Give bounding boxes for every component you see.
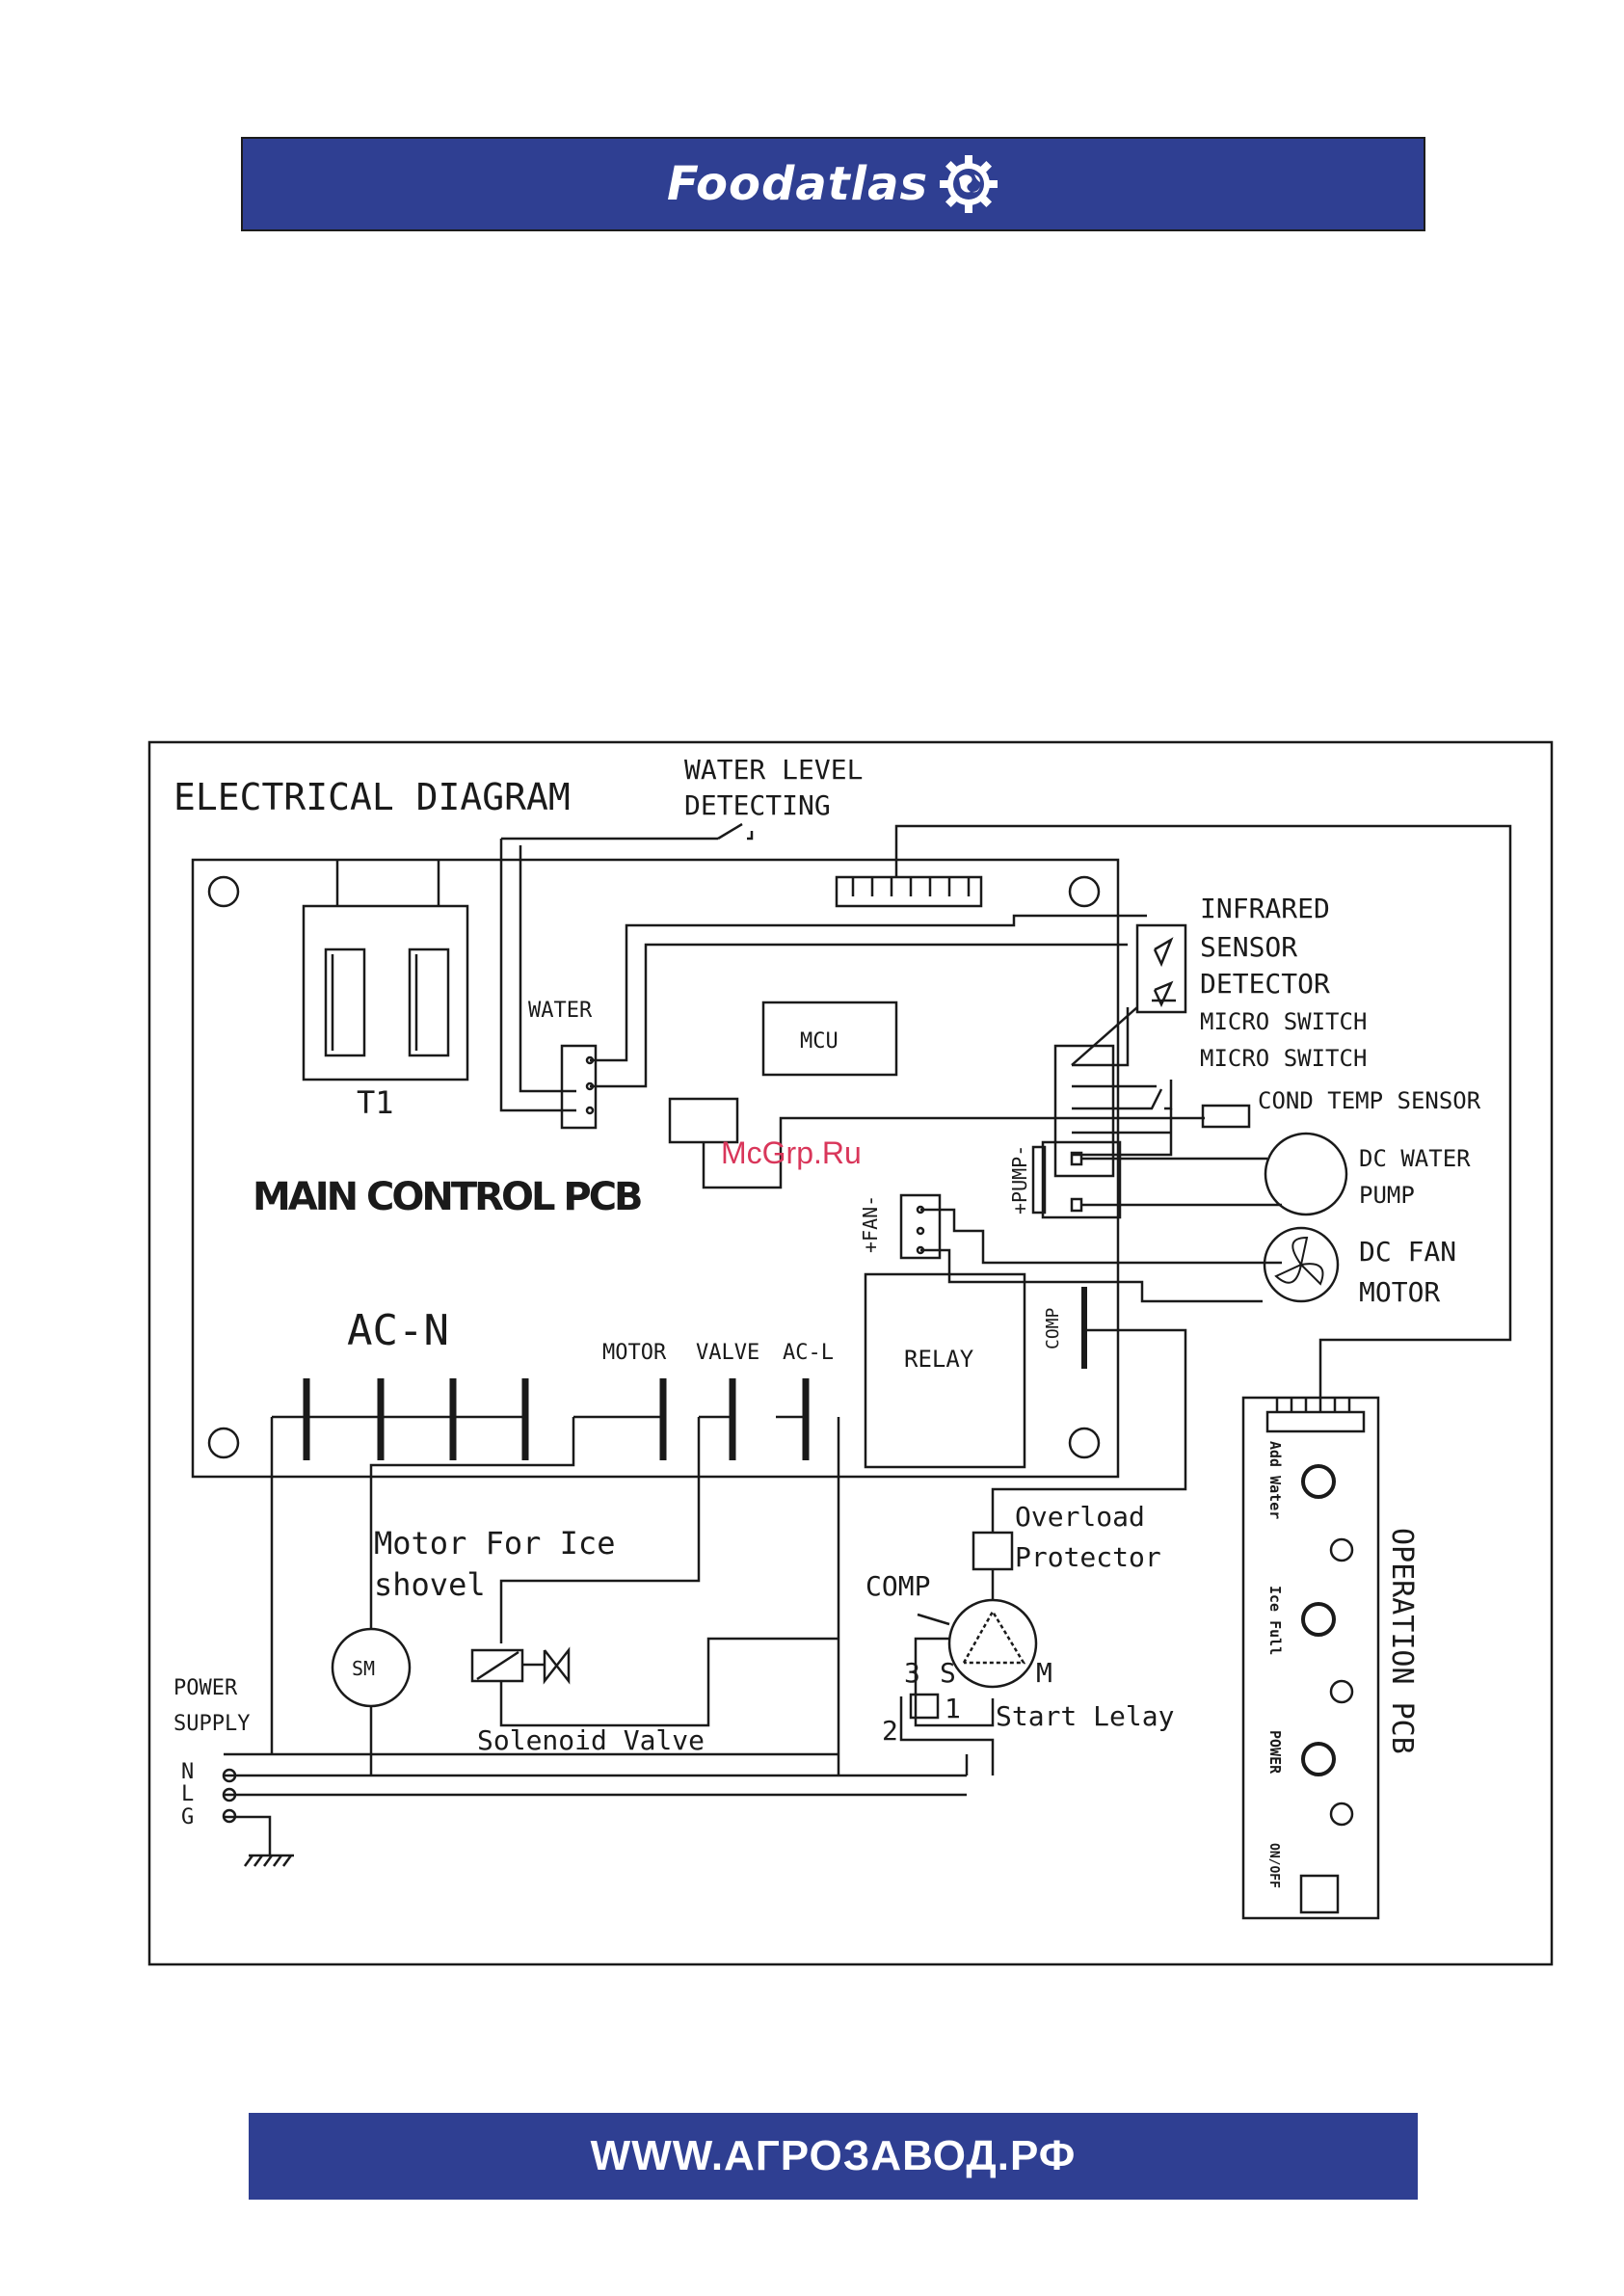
main-pcb-label: MAIN CONTROL PCB bbox=[253, 1175, 641, 1219]
mount-hole bbox=[207, 1427, 240, 1459]
water-label: WATER bbox=[528, 999, 593, 1023]
on-off-label: ON/OFF bbox=[1266, 1843, 1281, 1888]
pin-1-label: 1 bbox=[945, 1693, 961, 1724]
transformer-t1 bbox=[302, 860, 469, 1081]
fan-connector-label: +FAN- bbox=[859, 1195, 882, 1253]
protector-label: Protector bbox=[1015, 1541, 1161, 1573]
micro-switch-label: MICRO SWITCH bbox=[1200, 1045, 1367, 1072]
sm-label: SM bbox=[352, 1657, 375, 1680]
comp-label: COMP bbox=[865, 1570, 930, 1602]
dc-water-pump bbox=[1264, 1132, 1348, 1216]
dc-water-pump-label: PUMP bbox=[1359, 1182, 1415, 1209]
ice-full-button bbox=[1301, 1602, 1336, 1637]
ice-full-label: Ice Full bbox=[1266, 1586, 1284, 1655]
overload-label: Overload bbox=[1015, 1501, 1145, 1533]
valve-terminal-label: VALVE bbox=[696, 1341, 759, 1365]
t1-label: T1 bbox=[357, 1084, 394, 1121]
pump-connector bbox=[1041, 1140, 1122, 1219]
fan-connector bbox=[899, 1193, 942, 1260]
brand-banner: Foodatlas bbox=[241, 137, 1425, 231]
motor-terminal-label: MOTOR bbox=[602, 1341, 667, 1365]
dc-fan-label: DC FAN bbox=[1359, 1236, 1456, 1268]
infrared-label: INFRARED bbox=[1200, 893, 1330, 924]
infrared-detector bbox=[1135, 923, 1187, 1014]
main-pcb-board bbox=[191, 858, 1120, 1479]
dc-fan-motor bbox=[1263, 1226, 1340, 1303]
sensor-label: SENSOR bbox=[1200, 931, 1297, 963]
m-terminal-label: M bbox=[1036, 1657, 1052, 1689]
brand-name: Foodatlas bbox=[666, 157, 929, 211]
motor-ice-label: Motor For Ice bbox=[374, 1525, 615, 1562]
gear-globe-icon bbox=[940, 155, 998, 213]
micro-switch-label: MICRO SWITCH bbox=[1200, 1008, 1367, 1035]
operation-pcb-label: OPERATION PCB bbox=[1385, 1528, 1419, 1754]
operation-pcb bbox=[1241, 1396, 1380, 1920]
ground-label: G bbox=[181, 1805, 194, 1829]
comp-connector-label: COMP bbox=[1043, 1307, 1063, 1349]
add-water-label: Add Water bbox=[1266, 1441, 1284, 1519]
cond-temp-label: COND TEMP SENSOR bbox=[1258, 1087, 1481, 1114]
add-water-button bbox=[1301, 1464, 1336, 1499]
overload-protector bbox=[972, 1531, 1014, 1571]
neutral-label: N bbox=[181, 1760, 194, 1784]
diagram-title: ELECTRICAL DIAGRAM bbox=[173, 776, 571, 818]
power-button bbox=[1301, 1742, 1336, 1776]
relay-label: RELAY bbox=[904, 1346, 974, 1373]
shovel-label: shovel bbox=[374, 1566, 486, 1603]
mount-hole bbox=[1068, 1427, 1101, 1459]
power-supply-label: POWER bbox=[173, 1676, 238, 1700]
footer-banner: WWW.АГРОЗАВОД.РФ bbox=[249, 2113, 1418, 2200]
water-level-label: WATER LEVEL bbox=[684, 754, 863, 786]
start-relay-label: Start Lelay bbox=[996, 1700, 1174, 1732]
solenoid-label: Solenoid Valve bbox=[477, 1724, 705, 1756]
dc-water-pump-label: DC WATER bbox=[1359, 1145, 1471, 1172]
indicator-led bbox=[1329, 1679, 1354, 1704]
pin-2-label: 2 bbox=[882, 1715, 898, 1747]
footer-url[interactable]: WWW.АГРОЗАВОД.РФ bbox=[590, 2132, 1077, 2179]
ac-l-label: AC-L bbox=[783, 1341, 834, 1365]
ac-n-label: AC-N bbox=[347, 1306, 449, 1355]
start-relay bbox=[909, 1693, 940, 1720]
mount-hole bbox=[207, 875, 240, 908]
s-terminal-label: S bbox=[940, 1657, 956, 1689]
diagram-frame bbox=[147, 740, 1554, 1966]
pump-connector-label: +PUMP- bbox=[1008, 1145, 1031, 1215]
on-off-button bbox=[1299, 1874, 1340, 1914]
live-label: L bbox=[181, 1782, 194, 1806]
detector-label: DETECTOR bbox=[1200, 968, 1330, 1000]
switch-connector bbox=[1053, 1044, 1115, 1178]
relay-block bbox=[864, 1272, 1026, 1469]
top-connector bbox=[835, 875, 983, 908]
watermark: McGrp.Ru bbox=[721, 1135, 862, 1170]
detecting-label: DETECTING bbox=[684, 789, 831, 821]
mcu-label: MCU bbox=[800, 1029, 839, 1054]
indicator-led bbox=[1329, 1537, 1354, 1562]
pin-3-label: 3 bbox=[904, 1657, 920, 1689]
power-label: POWER bbox=[1266, 1730, 1284, 1775]
indicator-led bbox=[1329, 1802, 1354, 1827]
mount-hole bbox=[1068, 875, 1101, 908]
dc-fan-motor-label: MOTOR bbox=[1359, 1276, 1440, 1308]
mcu-chip bbox=[761, 1001, 898, 1077]
power-supply-label: SUPPLY bbox=[173, 1712, 250, 1736]
